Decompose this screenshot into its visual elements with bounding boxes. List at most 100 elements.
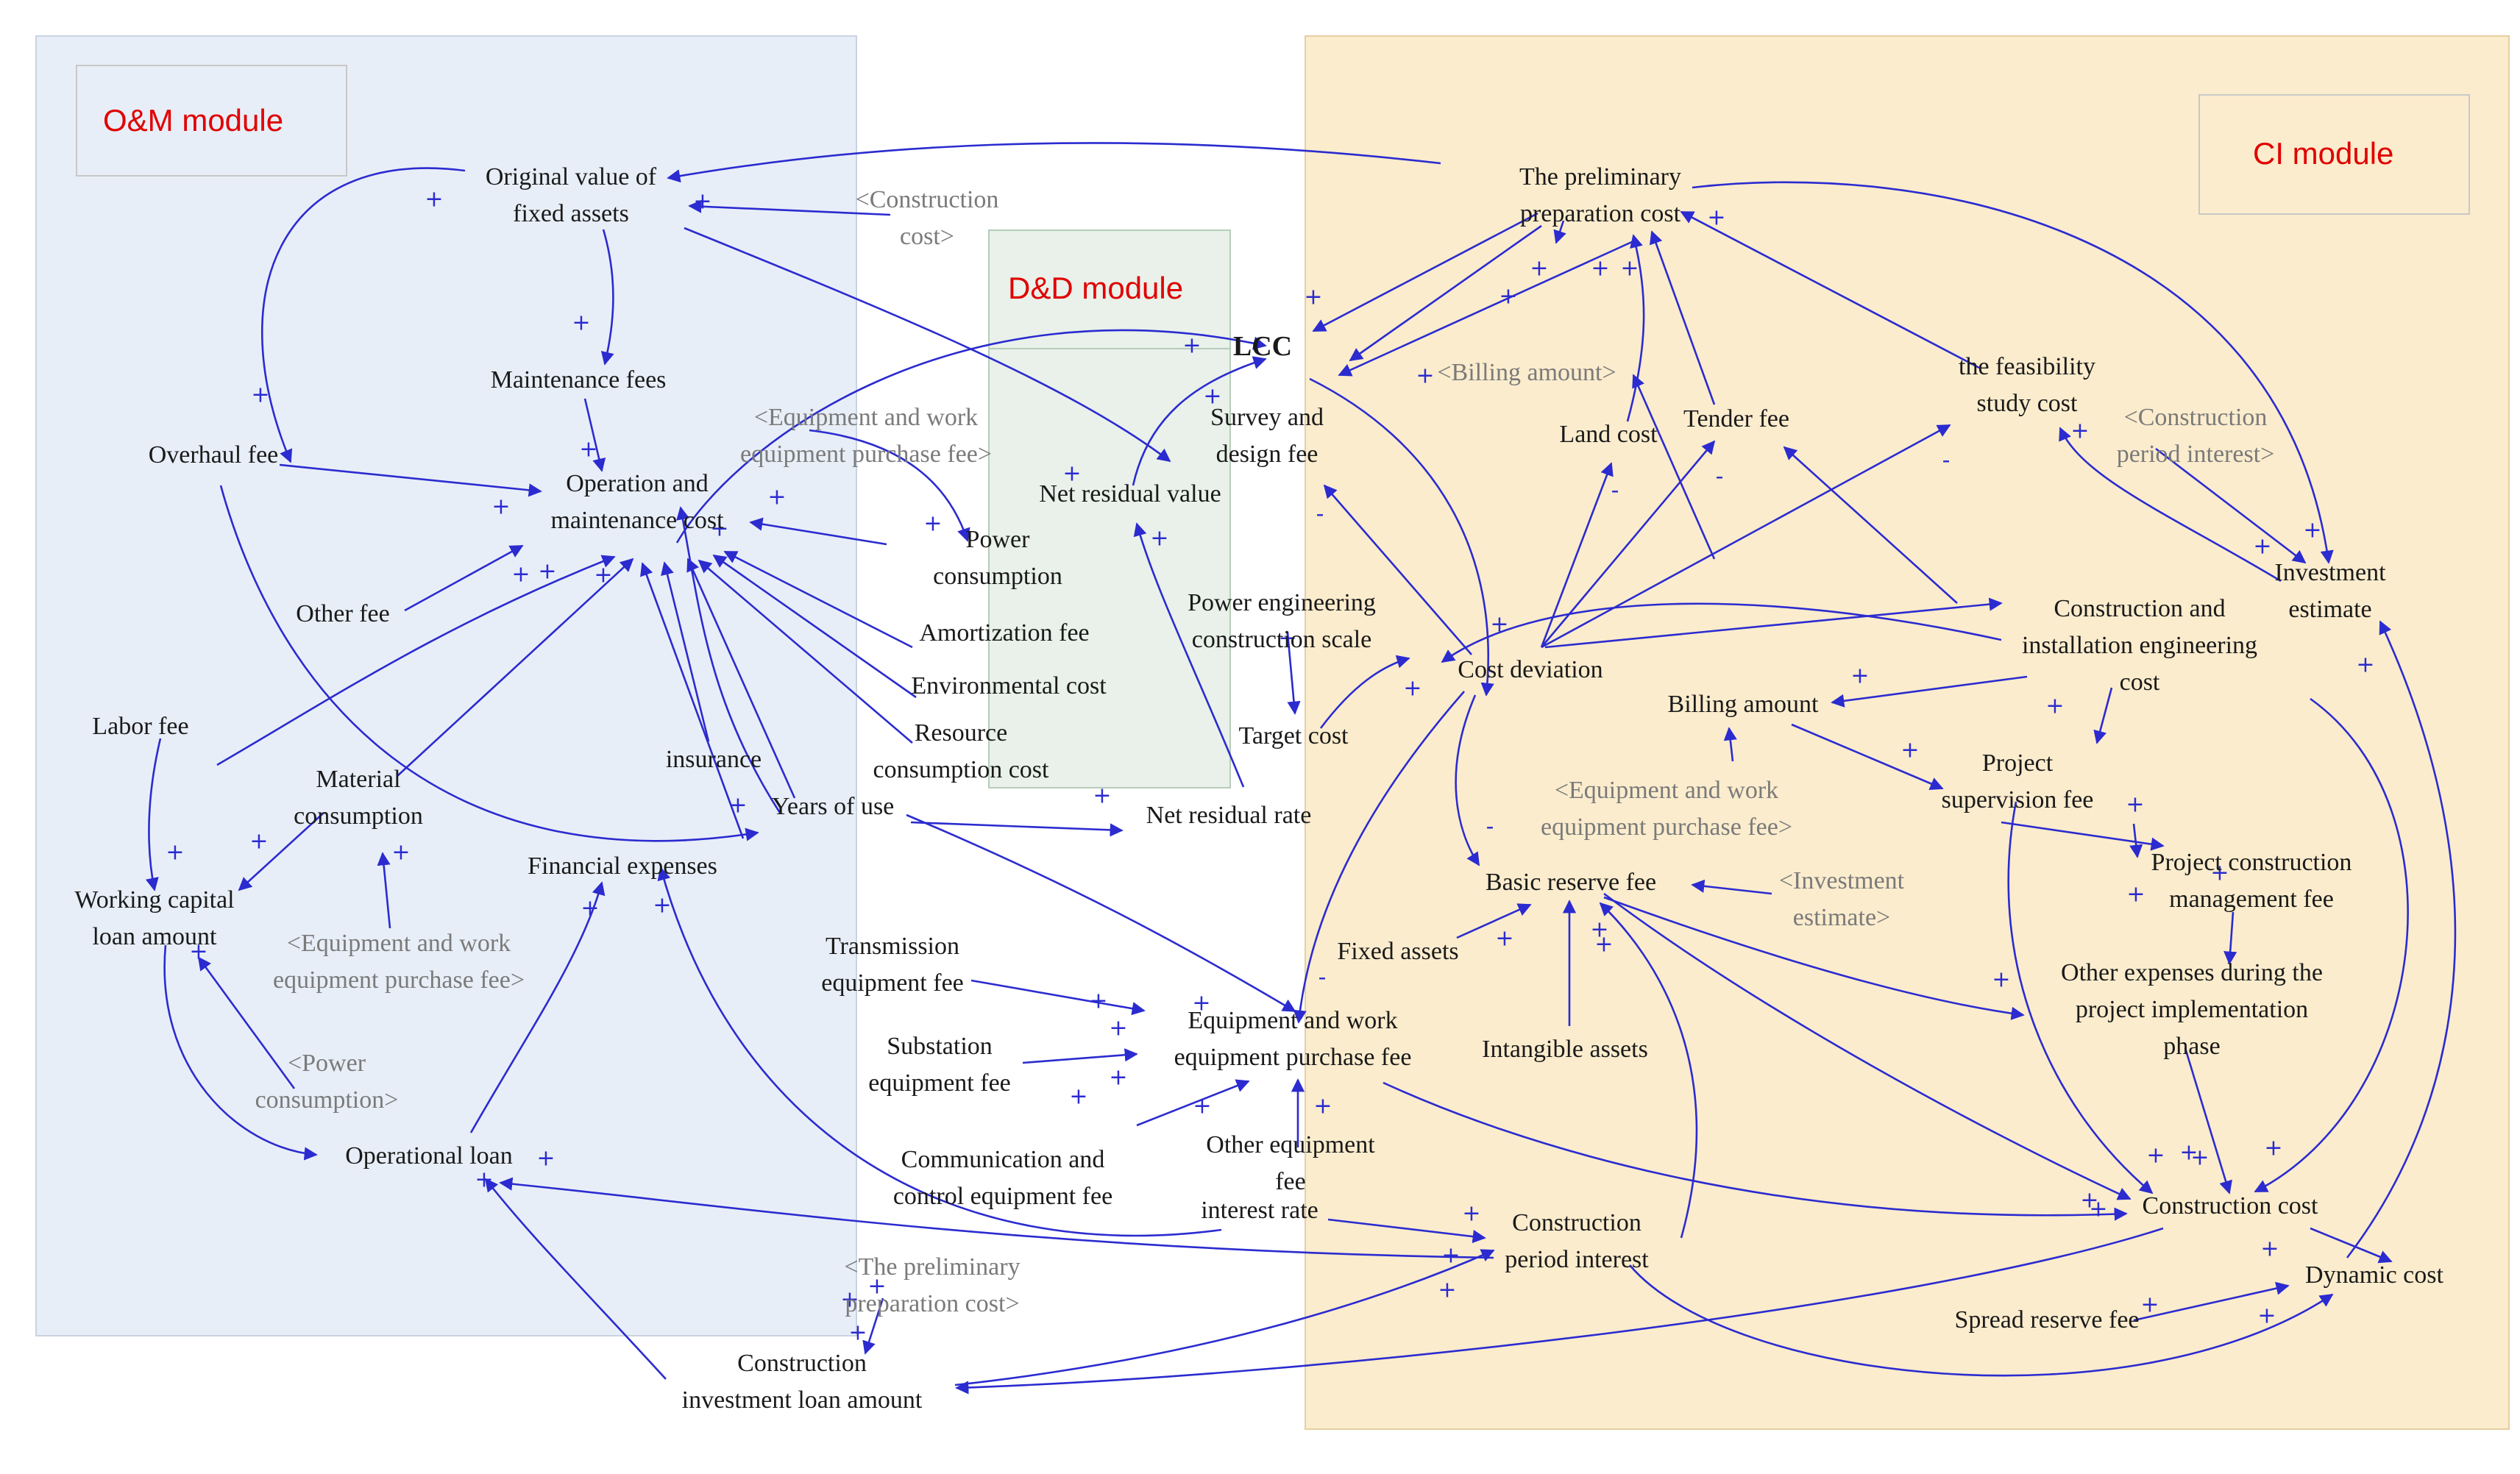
polarity-sign: + <box>2126 882 2145 908</box>
polarity-sign: + <box>1590 917 1608 943</box>
polarity-sign: + <box>1900 738 1919 763</box>
financial-expenses: Financial expenses <box>528 852 717 880</box>
polarity-sign: + <box>2080 1188 2098 1214</box>
causal-arrow <box>2254 697 2409 1193</box>
causal-arrow <box>397 558 634 777</box>
causal-arrow <box>1541 424 1951 649</box>
causal-arrow <box>723 550 913 649</box>
operational-loan: Operational loan <box>345 1142 513 1169</box>
causal-arrow <box>1629 1264 2334 1377</box>
preliminary-preparation-cost: The preliminary preparation cost <box>1519 163 1681 227</box>
causal-arrow <box>1599 902 1698 1239</box>
causal-arrow <box>661 561 710 742</box>
ci-module-label: CI module <box>2253 136 2394 171</box>
causal-arrow <box>1441 602 2002 663</box>
interest-rate: interest rate <box>1201 1197 1318 1224</box>
causal-arrow <box>1540 462 1614 648</box>
polarity-sign: + <box>1620 256 1639 282</box>
causal-arrow <box>377 852 391 929</box>
causal-arrow <box>676 506 781 813</box>
basic-reserve-fee: Basic reserve fee <box>1485 869 1657 896</box>
causal-arrow <box>698 559 913 744</box>
polarity-sign: + <box>1150 526 1168 552</box>
causal-arrow <box>910 821 1124 837</box>
polarity-sign: + <box>1304 285 1322 310</box>
polarity-sign: + <box>1441 1243 1460 1269</box>
tender-fee: Tender fee <box>1683 405 1789 432</box>
polarity-sign: - <box>1942 448 1951 474</box>
polarity-sign: + <box>166 840 184 866</box>
causal-arrow <box>1692 181 2334 564</box>
dd-module-region <box>988 229 1231 788</box>
ci-module-label-box <box>2198 94 2470 215</box>
causal-arrow <box>238 812 324 891</box>
polarity-sign: + <box>1707 205 1725 231</box>
causal-arrow <box>1783 446 1958 604</box>
land-cost: Land cost <box>1559 421 1658 448</box>
billing-amount: Billing amount <box>1667 691 1819 718</box>
investment-estimate: Investment estimate <box>2274 559 2386 623</box>
polarity-sign: + <box>2089 1197 2107 1222</box>
polarity-sign: + <box>1089 989 1107 1014</box>
causal-arrow <box>145 738 162 891</box>
polarity-sign: - <box>1316 502 1324 527</box>
polarity-sign: + <box>1438 1278 1456 1303</box>
causal-arrow <box>1349 224 1542 362</box>
power-consumption: Power consumption <box>933 526 1062 590</box>
polarity-sign: + <box>1182 333 1201 359</box>
dynamic-cost: Dynamic cost <box>2305 1261 2443 1289</box>
polarity-sign: + <box>653 893 671 919</box>
causal-arrow <box>1541 440 1716 648</box>
other-equipment-fee: Other equipment fee <box>1206 1131 1375 1195</box>
causal-arrow <box>219 485 759 842</box>
polarity-sign: + <box>1530 256 1548 282</box>
equipment-fee-shadow-right: <Equipment and work equipment purchase f… <box>1540 777 1793 841</box>
other-expenses-implementation-phase: Other expenses during the project implem… <box>2061 959 2323 1060</box>
amortization-fee: Amortization fee <box>919 619 1090 647</box>
ci-module-region <box>1305 35 2510 1430</box>
causal-arrow <box>197 956 296 1089</box>
polarity-sign: + <box>581 896 599 922</box>
polarity-sign: + <box>1591 256 1609 282</box>
equipment-fee-shadow-mid: <Equipment and work equipment purchase f… <box>739 404 993 468</box>
polarity-sign: + <box>1278 626 1296 652</box>
net-residual-value: Net residual value <box>1039 480 1221 508</box>
cost-deviation: Cost deviation <box>1458 656 1603 683</box>
causal-arrow <box>1022 1048 1138 1064</box>
causal-arrow <box>216 555 616 766</box>
om-module-label: O&M module <box>103 103 284 138</box>
causal-arrow <box>163 944 318 1161</box>
causal-arrow <box>667 142 1441 183</box>
causal-arrow <box>1553 220 1566 244</box>
polarity-sign: + <box>1313 1094 1332 1119</box>
insurance: insurance <box>665 746 762 773</box>
causal-arrow <box>675 329 1267 544</box>
construction-cost-shadow-top: <Construction cost> <box>855 186 999 250</box>
polarity-sign: + <box>1093 783 1111 809</box>
construction-cost: Construction cost <box>2142 1192 2318 1220</box>
polarity-sign: + <box>2257 1303 2276 1329</box>
polarity-sign: + <box>594 563 612 588</box>
polarity-sign: + <box>2126 792 2144 818</box>
causal-arrow <box>2093 687 2113 744</box>
dd-module-label: D&D module <box>1008 271 1184 305</box>
polarity-sign: + <box>491 494 510 520</box>
causal-arrow <box>1293 691 1465 1024</box>
polarity-sign: + <box>2070 419 2089 444</box>
causal-arrow <box>2133 1281 2290 1322</box>
causal-arrow <box>499 1177 1494 1259</box>
polarity-sign: + <box>189 939 207 965</box>
fixed-assets: Fixed assets <box>1337 938 1459 965</box>
causal-arrow <box>686 558 796 799</box>
causal-arrow <box>469 881 606 1133</box>
polarity-sign: + <box>1594 932 1613 958</box>
spread-reserve-fee: Spread reserve fee <box>1954 1306 2140 1334</box>
communication-control-equipment-fee: Communication and control equipment fee <box>892 1146 1113 1210</box>
working-capital-loan-amount: Working capital loan amount <box>74 886 235 950</box>
causal-arrow <box>2007 801 2154 1194</box>
polarity-sign: + <box>693 189 711 215</box>
causal-arrow <box>1544 597 2003 649</box>
project-construction-management-fee: Project construction management fee <box>2151 849 2352 913</box>
polarity-sign: + <box>867 1274 886 1300</box>
